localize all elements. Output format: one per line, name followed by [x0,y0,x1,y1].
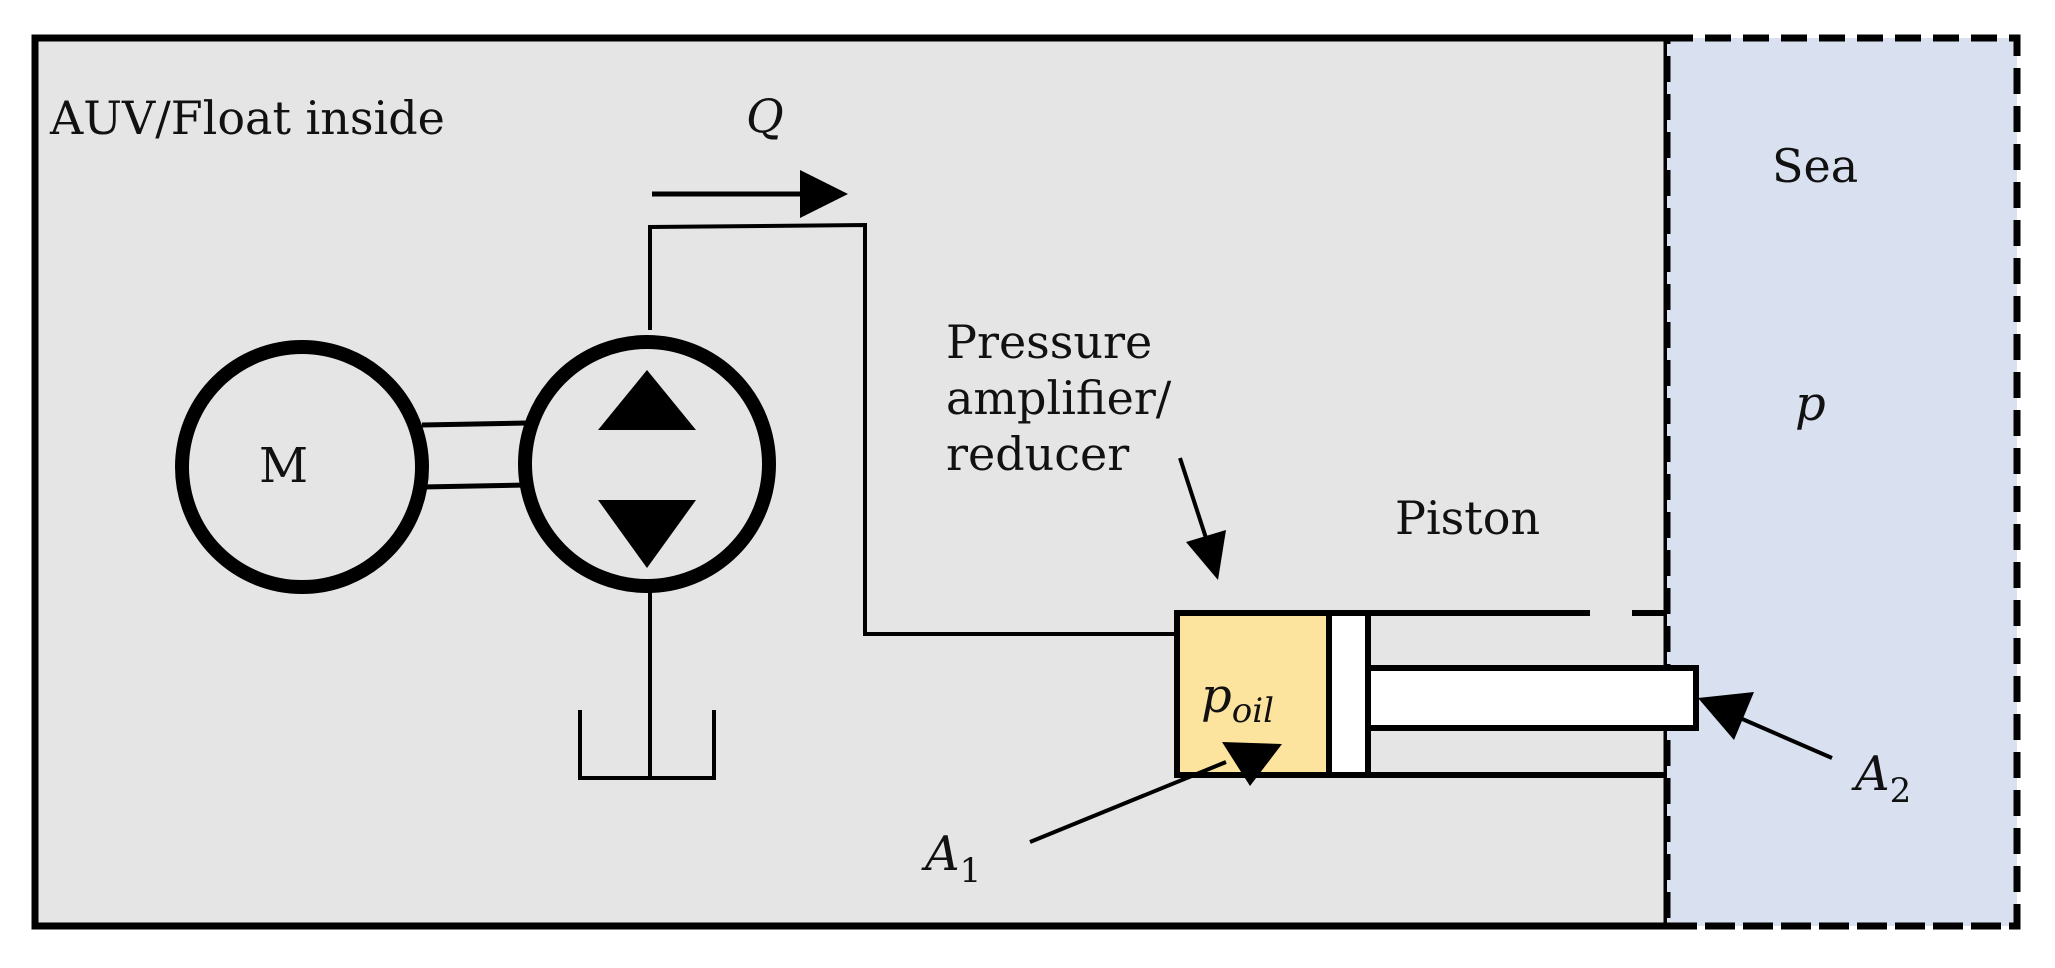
a1-subscript: 1 [960,851,982,891]
coupling-shaft-bottom [421,482,527,490]
amplifier-pointer-line [1178,457,1208,539]
piston-head [1326,610,1371,778]
supply-line [648,222,1177,636]
coupling-shaft-top [421,420,527,428]
oil-pressure-subscript: oil [1232,691,1274,731]
inside-label: AUV/Float inside [49,91,445,145]
a1-pointer-line [1029,760,1227,844]
sea-pressure-label: p [1795,376,1826,432]
a2-label: A2 [1851,746,1911,811]
flow-arrowhead-icon [800,170,848,218]
pump-arrow-down-icon [598,500,696,568]
pump-arrow-up-icon [598,370,696,430]
oil-pressure-label: poil [1201,668,1274,731]
motor-circle [175,340,429,594]
pump-circle [518,335,776,593]
tank-icon [578,710,716,780]
a1-pointer-icon [1222,742,1282,786]
a2-pointer-icon [1698,692,1754,740]
motor-label: M [259,438,308,494]
flow-label: Q [746,89,784,143]
piston-rod [1365,665,1699,731]
amplifier-label-line3: reducer [946,427,1129,481]
sea-label: Sea [1772,139,1858,193]
a2-subscript: 2 [1890,771,1912,811]
piston-label: Piston [1395,491,1540,545]
amplifier-label-line2: amplifier/ [946,371,1172,425]
a2-pointer-line [1739,716,1833,760]
amplifier-pointer-icon [1186,530,1226,580]
amplifier-label-line1: Pressure [946,315,1152,369]
sea-region [1663,34,2021,930]
a1-label: A1 [921,826,981,891]
